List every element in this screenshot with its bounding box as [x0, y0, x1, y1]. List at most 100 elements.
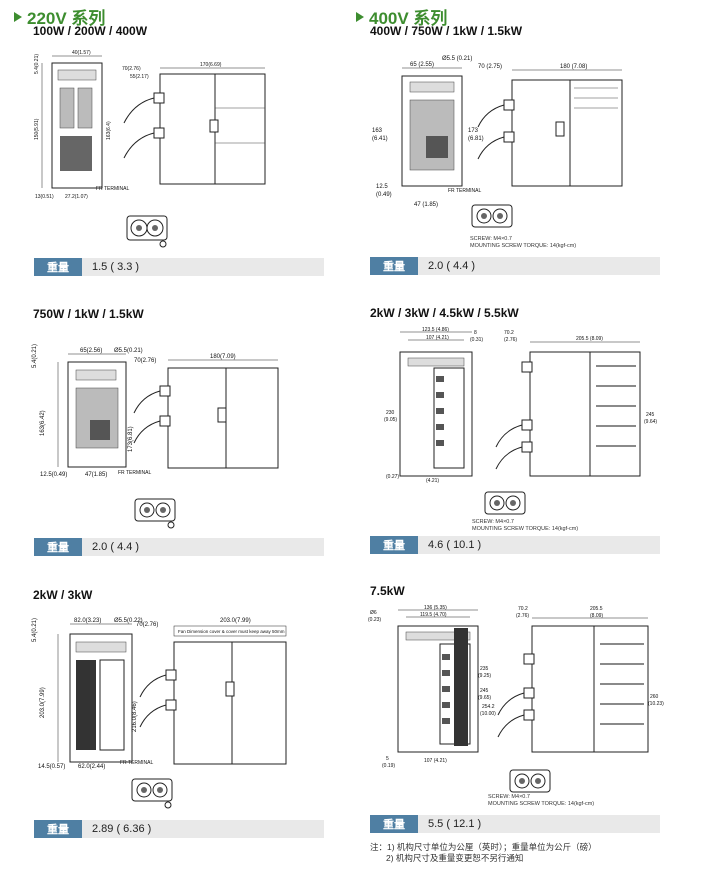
svg-text:163(6.42): 163(6.42): [40, 410, 46, 436]
svg-text:(0.19): (0.19): [382, 763, 395, 769]
weight-bar: 重量 4.6 ( 10.1 ): [370, 536, 660, 554]
weight-label: 重量: [370, 257, 418, 275]
svg-text:Ø5.5(0.21): Ø5.5(0.21): [114, 348, 143, 354]
svg-text:(0.49): (0.49): [376, 192, 392, 198]
model-title: 400W / 750W / 1kW / 1.5kW: [370, 24, 523, 38]
svg-text:FR TERMINAL: FR TERMINAL: [118, 470, 151, 476]
svg-text:5.4(0.21): 5.4(0.21): [32, 618, 38, 642]
weight-bar: 重量 2.0 ( 4.4 ): [370, 257, 660, 275]
svg-text:(0.23): (0.23): [368, 617, 381, 623]
svg-text:5: 5: [386, 756, 389, 762]
mounting-hole-diagram: [471, 204, 513, 228]
mounting-hole-diagram: [126, 215, 168, 248]
weight-label: 重量: [34, 820, 82, 838]
svg-text:FR TERMINAL: FR TERMINAL: [96, 186, 129, 192]
screw-spec: SCREW: M4×0.7 MOUNTING SCREW TORQUE: 14(…: [472, 519, 579, 532]
svg-text:180 (7.08): 180 (7.08): [560, 64, 587, 70]
weight-label: 重量: [34, 538, 82, 556]
svg-text:216.0(8.46): 216.0(8.46): [132, 701, 138, 732]
svg-text:(4.21): (4.21): [426, 478, 439, 484]
svg-text:245: 245: [646, 412, 655, 418]
svg-text:136 (5.35): 136 (5.35): [424, 605, 447, 611]
svg-text:13(0.51): 13(0.51): [35, 194, 54, 200]
svg-text:203.0(7.99): 203.0(7.99): [40, 687, 46, 718]
triangle-bullet-icon: [14, 11, 22, 22]
dimension-drawing: 123.5 (4.86) 107 (4.21) 8 (0.31) 230 (9.…: [384, 327, 657, 484]
dimension-drawing: 40(1.57) 5.4(0.21) 150(5.91) 163(6.4) 13…: [34, 50, 266, 200]
svg-text:27.2(1.07): 27.2(1.07): [65, 194, 88, 200]
mounting-hole-diagram: [484, 491, 526, 515]
svg-text:55(2.17): 55(2.17): [130, 74, 149, 80]
svg-text:(2.76): (2.76): [516, 613, 529, 619]
weight-bar: 重量 5.5 ( 12.1 ): [370, 815, 660, 833]
svg-text:235: 235: [480, 666, 489, 672]
svg-text:(0.27): (0.27): [386, 474, 399, 480]
svg-text:62.0(2.44): 62.0(2.44): [78, 764, 105, 770]
model-title: 2kW / 3kW: [33, 588, 93, 602]
model-title: 750W / 1kW / 1.5kW: [33, 307, 144, 321]
weight-value: 2.89 ( 6.36 ): [82, 820, 324, 838]
series-220v-title: 220V 系列: [14, 4, 105, 29]
screw-spec: SCREW: M4×0.7 MOUNTING SCREW TORQUE: 14(…: [470, 236, 577, 249]
weight-label: 重量: [370, 815, 418, 833]
mounting-hole-diagram: [134, 498, 176, 529]
screw-spec: SCREW: M4×0.7 MOUNTING SCREW TORQUE: 14(…: [488, 794, 595, 807]
svg-text:8: 8: [474, 330, 477, 336]
weight-bar: 重量 2.0 ( 4.4 ): [34, 538, 324, 556]
triangle-bullet-icon: [356, 11, 364, 22]
svg-text:119.5 (4.70): 119.5 (4.70): [420, 612, 447, 618]
svg-text:5.4(0.21): 5.4(0.21): [32, 344, 38, 368]
svg-text:245: 245: [480, 688, 489, 694]
svg-text:82.0(3.23): 82.0(3.23): [74, 618, 101, 624]
svg-text:(9.05): (9.05): [384, 417, 397, 423]
svg-text:Ø5.5 (0.21): Ø5.5 (0.21): [442, 56, 472, 62]
svg-text:205.5: 205.5: [590, 606, 603, 612]
svg-text:(6.41): (6.41): [372, 136, 388, 142]
svg-text:(8.09): (8.09): [590, 613, 603, 619]
dimension-drawing: 65 (2.55) Ø5.5 (0.21) 163 (6.41) 173 (6.…: [372, 56, 623, 208]
svg-text:70 (2.75): 70 (2.75): [478, 64, 502, 70]
mounting-hole-diagram: [131, 778, 173, 809]
svg-text:FR TERMINAL: FR TERMINAL: [448, 188, 481, 194]
svg-text:5.4(0.21): 5.4(0.21): [34, 54, 40, 74]
svg-text:163: 163: [372, 128, 383, 134]
svg-text:123.5 (4.86): 123.5 (4.86): [422, 327, 449, 333]
svg-text:Ø5.5(0.22): Ø5.5(0.22): [114, 618, 143, 624]
dimension-drawing: 136 (5.35) 119.5 (4.70) Ø6 (0.23) 235 (9…: [368, 605, 664, 769]
weight-label: 重量: [34, 258, 82, 276]
svg-text:(10.00): (10.00): [480, 711, 496, 717]
svg-text:65 (2.55): 65 (2.55): [410, 62, 434, 68]
svg-text:(9.65): (9.65): [478, 695, 491, 701]
weight-label: 重量: [370, 536, 418, 554]
dimension-drawing: 65(2.56) Ø5.5(0.21) 5.4(0.21) 163(6.42) …: [32, 344, 279, 478]
svg-text:(9.64): (9.64): [644, 419, 657, 425]
svg-text:12.5: 12.5: [376, 184, 388, 190]
svg-text:70(2.76): 70(2.76): [134, 358, 156, 364]
svg-text:70(2.76): 70(2.76): [136, 622, 158, 628]
model-title: 100W / 200W / 400W: [33, 24, 148, 38]
weight-value: 5.5 ( 12.1 ): [418, 815, 660, 833]
svg-text:230: 230: [386, 410, 395, 416]
svg-text:203.0(7.99): 203.0(7.99): [220, 618, 251, 624]
svg-text:254.2: 254.2: [482, 704, 495, 710]
weight-bar: 重量 1.5 ( 3.3 ): [34, 258, 324, 276]
svg-text:47(1.85): 47(1.85): [85, 472, 107, 478]
weight-value: 4.6 ( 10.1 ): [418, 536, 660, 554]
dimension-drawing: 82.0(3.23) Ø5.5(0.22) 5.4(0.21) 203.0(7.…: [32, 618, 287, 770]
svg-text:FR TERMINAL: FR TERMINAL: [120, 760, 153, 766]
svg-text:(6.81): (6.81): [468, 136, 484, 142]
svg-text:170(6.69): 170(6.69): [200, 62, 222, 68]
weight-value: 2.0 ( 4.4 ): [82, 538, 324, 556]
svg-text:Ø6: Ø6: [370, 610, 377, 616]
svg-text:14.5(0.57): 14.5(0.57): [38, 764, 65, 770]
series-400v-title: 400V 系列: [356, 4, 447, 29]
svg-text:150(5.91): 150(5.91): [34, 118, 40, 140]
footnotes: 注：1) 机构尺寸单位为公厘（英时）；重量单位为公斤（磅） 2) 机构尺寸及重量…: [370, 842, 597, 863]
model-title: 7.5kW: [370, 584, 405, 598]
weight-value: 1.5 ( 3.3 ): [82, 258, 324, 276]
svg-text:70.2: 70.2: [504, 330, 514, 336]
svg-text:(10.23): (10.23): [648, 701, 664, 707]
svg-text:47 (1.85): 47 (1.85): [414, 202, 438, 208]
svg-text:(0.31): (0.31): [470, 337, 483, 343]
weight-bar: 重量 2.89 ( 6.36 ): [34, 820, 324, 838]
